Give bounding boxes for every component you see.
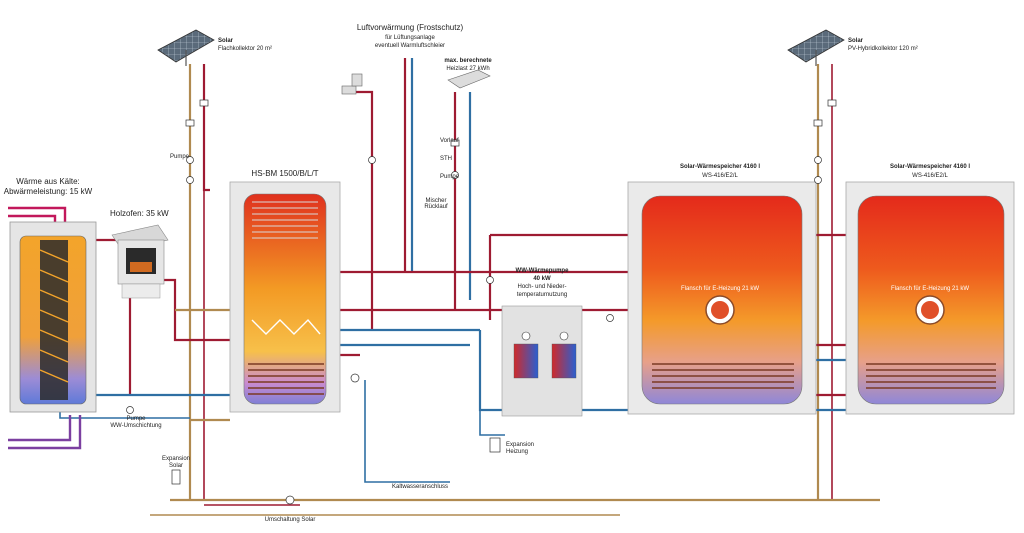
pump-bottom-sub: WW-Umschichtung — [110, 423, 161, 429]
wood-stove-label: Holzofen: 35 kW — [110, 209, 169, 218]
pump-bottom-label: Pumpe — [126, 416, 146, 422]
expansion-left-label1: Expansion — [162, 456, 190, 462]
mixer-label2: Rücklauf — [424, 204, 448, 210]
waste-heat-label2: Abwärmeleistung: 15 kW — [4, 187, 93, 196]
valves-and-pumps — [126, 99, 837, 505]
solar-collector-left — [157, 29, 215, 66]
pump-left-label: Pumpe — [170, 154, 190, 160]
heat-pump-label2: 40 kW — [533, 276, 551, 282]
switch-solar-label: Umschaltung Solar — [265, 517, 316, 523]
flange2-label: Flansch für E-Heizung 21 kW — [891, 286, 969, 292]
store2-sub: WS-416/E2/L — [912, 173, 948, 179]
heat-load-label2: Heizlast 27 kWh — [446, 66, 489, 72]
sth-label: STH — [440, 156, 452, 162]
radiator-icon — [447, 69, 491, 89]
solar-collector-right — [787, 29, 845, 66]
waste-heat-label1: Wärme aus Kälte: — [16, 177, 80, 186]
air-preheat-sub2: eventuell Warmluftschleier — [375, 43, 445, 49]
store1-sub: WS-416/E2/L — [702, 173, 738, 179]
vorlauf-label: Vorlauf — [440, 138, 459, 144]
wood-stove — [111, 224, 169, 299]
heat-pump-label4: temperaturnutzung — [517, 292, 567, 298]
store2-title: Solar-Wärmespeicher 4160 l — [890, 164, 970, 170]
pump-mid-label: Pumpe — [440, 174, 460, 180]
expansion-right-label1: Expansion — [506, 442, 534, 448]
cold-water-label: Kaltwasseranschluss — [392, 484, 448, 490]
expansion-left-label2: Solar — [169, 463, 183, 469]
labels: Solar Flachkollektor 20 m² Solar PV-Hybr… — [4, 23, 971, 523]
solar-heat-store-2 — [845, 181, 1015, 415]
hs-tank-label: HS-BM 1500/B/L/T — [251, 169, 318, 178]
waste-heat-tank — [9, 221, 97, 413]
hs-storage-tank — [229, 181, 341, 413]
heat-pump-unit — [501, 305, 583, 417]
flange1-label: Flansch für E-Heizung 21 kW — [681, 286, 759, 292]
mixer-label1: Mischer — [425, 198, 446, 204]
solar-left-sub: Flachkollektor 20 m² — [218, 46, 272, 52]
solar-right-label: Solar — [848, 38, 864, 44]
solar-heat-store-1 — [627, 181, 817, 415]
air-preheat-title: Luftvorwärmung (Frostschutz) — [357, 23, 464, 32]
solar-right-sub: PV-Hybridkollektor 120 m² — [848, 46, 918, 52]
solar-left-label: Solar — [218, 38, 234, 44]
heat-load-label1: max. berechnete — [444, 58, 492, 64]
store1-title: Solar-Wärmespeicher 4160 l — [680, 164, 760, 170]
heat-pump-label3: Hoch- und Nieder- — [517, 284, 566, 290]
heat-pump-label1: WW-Wärmepumpe — [516, 268, 570, 274]
air-heater-icon — [341, 73, 363, 95]
expansion-right-label2: Heizung — [506, 449, 528, 455]
air-preheat-sub1: für Lüftungsanlage — [385, 35, 435, 41]
